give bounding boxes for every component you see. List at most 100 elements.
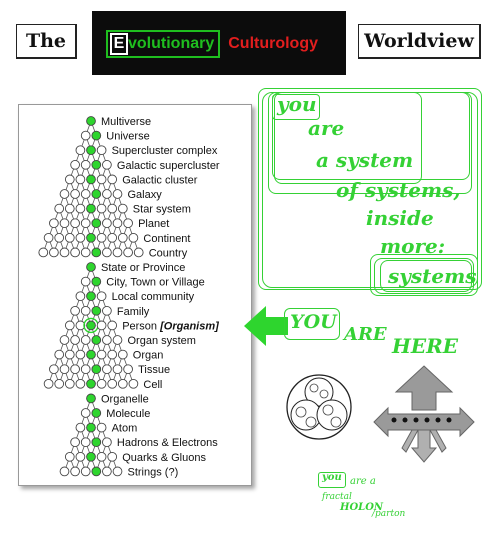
hierarchy-node xyxy=(75,451,86,462)
hierarchy-node xyxy=(123,247,133,258)
nested-circles-icon xyxy=(286,374,352,440)
hierarchy-node xyxy=(102,364,112,375)
msg-more: more: xyxy=(380,234,446,258)
hierarchy-node-highlighted xyxy=(86,232,96,243)
hierarchy-node-highlighted xyxy=(91,364,102,375)
hierarchy-node xyxy=(75,291,86,302)
you-are-here-outline xyxy=(284,308,340,340)
hierarchy-node xyxy=(80,305,91,316)
hierarchy-node-highlighted xyxy=(91,466,102,477)
hierarchy-node xyxy=(70,335,80,345)
hierarchy-node-highlighted xyxy=(86,174,96,185)
hierarchy-node-highlighted xyxy=(91,305,102,316)
hierarchy-node-highlighted xyxy=(91,130,102,141)
hierarchy-node-highlighted xyxy=(86,320,96,331)
hierarchy-node xyxy=(102,159,112,170)
hierarchy-level-label: Multiverse xyxy=(101,116,151,128)
hierarchy-node xyxy=(75,174,86,185)
hierarchy-node xyxy=(112,335,123,345)
hierarchy-node-highlighted xyxy=(91,437,102,448)
hierarchy-level-label: City, Town or Village xyxy=(106,277,204,289)
hierarchy-node xyxy=(102,335,112,345)
hierarchy-level-label: Galactic supercluster xyxy=(117,160,220,172)
hierarchy-node-highlighted xyxy=(91,276,102,287)
here-you: YOU xyxy=(290,311,337,333)
holon-you-outline xyxy=(318,472,346,488)
hierarchy-node xyxy=(70,247,80,258)
hierarchy-node-highlighted xyxy=(91,247,102,258)
hierarchy-node xyxy=(96,451,107,462)
hierarchy-node-highlighted xyxy=(86,422,96,433)
hierarchy-node xyxy=(80,466,91,477)
hierarchy-node xyxy=(107,451,118,462)
hierarchy-node xyxy=(102,437,112,448)
hierarchy-node-highlighted xyxy=(86,378,96,389)
hierarchy-node xyxy=(107,320,118,331)
hierarchy-node-highlighted xyxy=(91,408,102,418)
hierarchy-level-label: Organ system xyxy=(128,335,196,347)
hierarchy-node-highlighted xyxy=(91,335,102,345)
hierarchy-node xyxy=(123,218,133,229)
hierarchy-node xyxy=(43,378,54,389)
hierarchy-node xyxy=(96,291,107,302)
hierarchy-node xyxy=(59,189,70,199)
hierarchy-node xyxy=(75,320,86,331)
hierarchy-node xyxy=(64,378,75,389)
hierarchy-node xyxy=(102,466,112,477)
hierarchy-level-label: Universe xyxy=(106,131,149,143)
header-worldview-text: Worldview xyxy=(364,30,474,52)
msg-you: you xyxy=(277,92,317,116)
hierarchy-node xyxy=(96,174,107,185)
system-outline-f xyxy=(380,260,472,292)
hierarchy-level-label: Galactic cluster xyxy=(122,174,198,186)
hierarchy-node xyxy=(96,203,107,214)
hierarchy-level-label: Planet xyxy=(138,218,169,230)
organism-emphasis: [Organism] xyxy=(157,320,219,332)
msg-a-system: a system xyxy=(316,148,414,172)
holon-you: you xyxy=(322,472,342,483)
hierarchy-level-label: Organ xyxy=(133,350,164,362)
hierarchy-node xyxy=(80,276,91,287)
hierarchy-node xyxy=(102,218,112,229)
holon-fractal: fractal xyxy=(322,492,352,502)
hierarchy-level-label: Molecule xyxy=(106,408,150,420)
hierarchy-node xyxy=(59,364,70,375)
hierarchy-node xyxy=(75,203,86,214)
hierarchy-level-label: Local community xyxy=(112,291,195,303)
hierarchy-node xyxy=(64,320,75,331)
hierarchy-node xyxy=(128,378,139,389)
system-outline-d xyxy=(370,254,478,296)
hierarchy-node xyxy=(112,247,123,258)
hierarchy-node xyxy=(80,247,91,258)
hierarchy-level-label: Strings (?) xyxy=(128,466,179,478)
hierarchy-node xyxy=(112,218,123,229)
hierarchy-node xyxy=(80,218,91,229)
hierarchy-node xyxy=(70,305,80,316)
hierarchy-node xyxy=(75,422,86,433)
you-outline xyxy=(272,94,320,120)
hierarchy-node xyxy=(70,189,80,199)
hierarchy-level-label: Country xyxy=(149,247,188,259)
hierarchy-node xyxy=(75,232,86,243)
hierarchy-level-label: Atom xyxy=(112,423,138,435)
hierarchy-node xyxy=(80,189,91,199)
hierarchy-level-label: Continent xyxy=(143,233,190,245)
hierarchy-node xyxy=(75,378,86,389)
hierarchy-node-highlighted xyxy=(86,393,96,404)
hierarchy-node xyxy=(54,203,65,214)
hierarchy-node xyxy=(107,349,118,360)
hierarchy-node xyxy=(64,451,75,462)
hierarchy-node xyxy=(117,232,128,243)
hierarchy-node xyxy=(64,203,75,214)
hierarchy-node xyxy=(102,247,112,258)
hierarchy-node xyxy=(80,130,91,141)
hierarchy-node xyxy=(59,218,70,229)
hierarchy-node xyxy=(70,218,80,229)
hierarchy-node-highlighted xyxy=(91,159,102,170)
logo-first-letter: E xyxy=(110,33,128,55)
hierarchy-node xyxy=(49,364,59,375)
header-worldview-box: Worldview xyxy=(358,24,481,59)
hierarchy-node-highlighted xyxy=(91,218,102,229)
